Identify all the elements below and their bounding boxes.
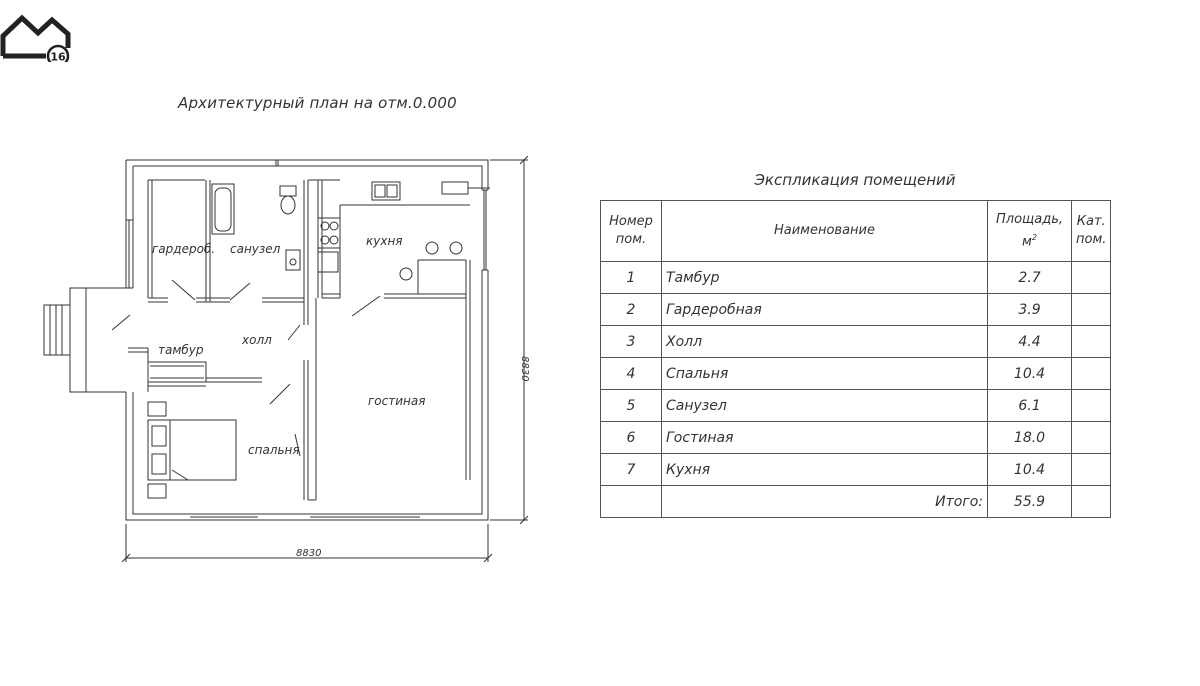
row-name: Гостиная	[661, 421, 988, 454]
row-number: 4	[600, 357, 662, 390]
row-number: 2	[600, 293, 662, 326]
room-label-vestibule: тамбур	[158, 343, 204, 357]
row-name: Холл	[661, 325, 988, 358]
porch	[43, 287, 126, 393]
row-category	[1070, 453, 1112, 486]
row-category	[1070, 357, 1112, 390]
row-area: 4.4	[987, 325, 1072, 358]
row-name: Гардеробная	[661, 293, 988, 326]
door-swings	[111, 279, 381, 457]
room-label-wardrobe: гардероб.	[152, 242, 215, 256]
row-category	[1070, 293, 1112, 326]
header-area: Площадь, м2	[987, 200, 1072, 262]
bathroom-fixtures	[211, 183, 301, 271]
dimension-width: 8830	[296, 548, 321, 559]
row-area: 18.0	[987, 421, 1072, 454]
row-number: 6	[600, 421, 662, 454]
house-logo-icon: 16	[0, 14, 71, 63]
row-category	[1070, 261, 1112, 294]
header-name: Наименование	[661, 200, 988, 262]
room-label-bathroom: санузел	[230, 242, 281, 256]
row-number: 5	[600, 389, 662, 422]
row-area: 2.7	[987, 261, 1072, 294]
outer-walls	[125, 159, 489, 521]
row-name: Санузел	[661, 389, 988, 422]
bedroom-furniture	[147, 401, 237, 499]
kitchen-fixtures	[317, 181, 490, 281]
row-area: 10.4	[987, 357, 1072, 390]
dimension-height: 8830	[519, 356, 530, 381]
plan-title: Архитектурный план на отм.0.000	[178, 94, 457, 112]
row-category	[1070, 389, 1112, 422]
logo-number: 16	[50, 51, 66, 63]
row-number: 3	[600, 325, 662, 358]
row-area: 3.9	[987, 293, 1072, 326]
explication-title: Экспликация помещений	[754, 171, 956, 189]
header-category: Кат. пом.	[1070, 200, 1112, 262]
row-number: 1	[600, 261, 662, 294]
table-header-row: Номер пом. Наименование Площадь, м2 Кат.…	[600, 200, 1112, 262]
row-number: 7	[600, 453, 662, 486]
explication-table: Номер пом. Наименование Площадь, м2 Кат.…	[600, 200, 1112, 518]
total-label: Итого:	[661, 485, 988, 518]
row-category	[1070, 421, 1112, 454]
total-value: 55.9	[987, 485, 1072, 518]
row-category	[1070, 325, 1112, 358]
room-label-living: гостиная	[368, 394, 425, 408]
table-total-row: Итого: 55.9	[600, 485, 1112, 518]
room-label-kitchen: кухня	[366, 234, 403, 248]
row-name: Спальня	[661, 357, 988, 390]
room-label-hall: холл	[241, 333, 272, 347]
row-name: Кухня	[661, 453, 988, 486]
row-name: Тамбур	[661, 261, 988, 294]
row-area: 6.1	[987, 389, 1072, 422]
row-area: 10.4	[987, 453, 1072, 486]
dimension-lines	[121, 155, 529, 563]
room-label-bedroom: спальня	[248, 443, 300, 457]
header-number: Номер пом.	[600, 200, 662, 262]
